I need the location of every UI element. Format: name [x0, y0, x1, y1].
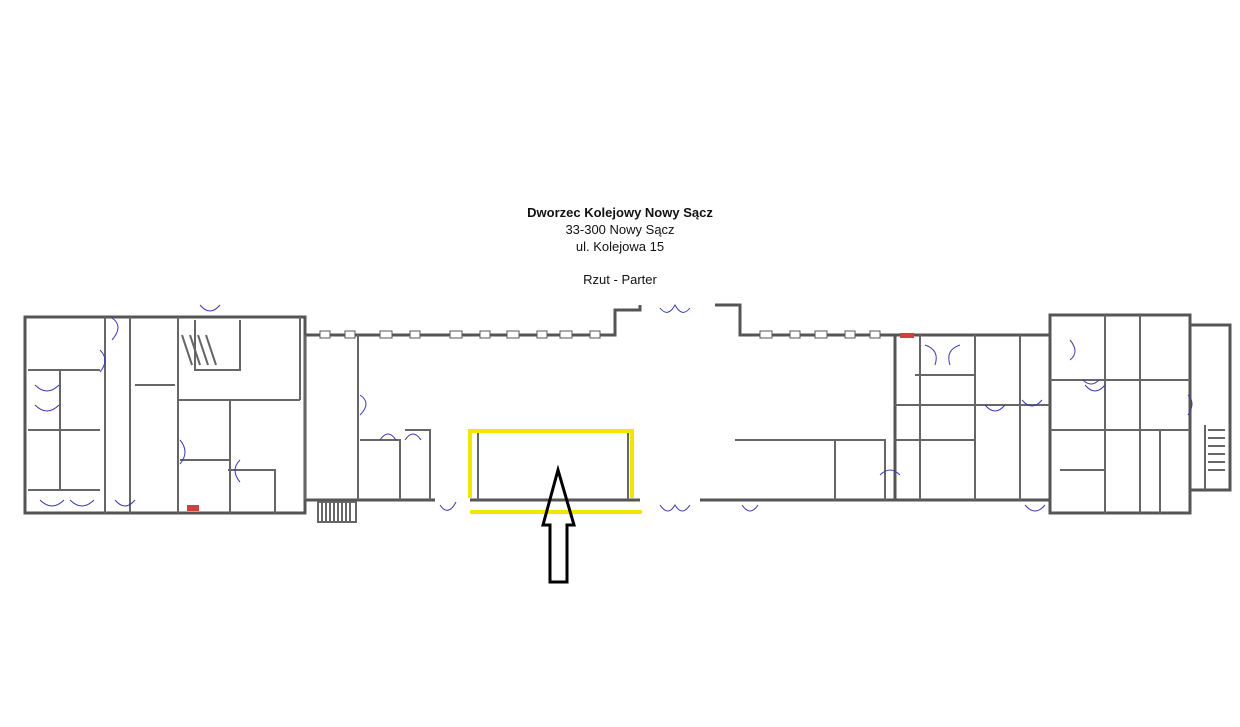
plan-title-block: Dworzec Kolejowy Nowy Sącz 33-300 Nowy S… — [0, 204, 1240, 288]
windows-top — [319, 330, 881, 339]
station-street-address: ul. Kolejowa 15 — [575, 239, 665, 254]
highlighted-room — [468, 429, 642, 514]
right-wing — [879, 313, 1232, 515]
plan-view-label: Rzut - Parter — [583, 272, 657, 287]
station-name: Dworzec Kolejowy Nowy Sącz — [527, 205, 713, 220]
left-wing — [23, 315, 307, 515]
arrow-up-icon — [541, 464, 576, 584]
station-postal-address: 33-300 Nowy Sącz — [565, 222, 675, 237]
central-hall — [304, 303, 895, 512]
entrance-steps — [317, 501, 357, 523]
